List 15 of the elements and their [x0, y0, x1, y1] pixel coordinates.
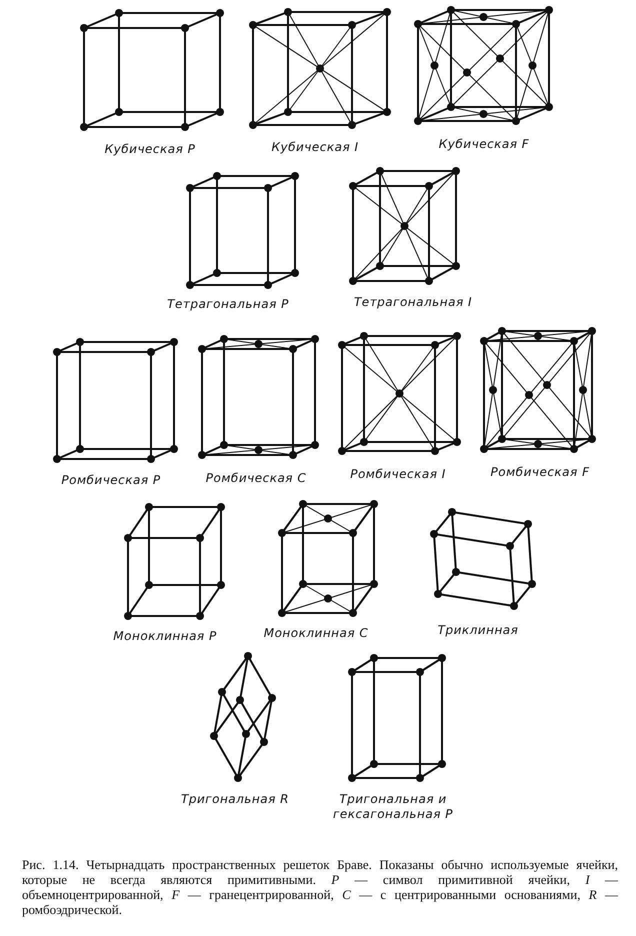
lattice-name: Моноклинная C	[264, 626, 368, 640]
lattice-name: Тригональная и гексагональная P	[333, 792, 453, 822]
lattice-name: Ромбическая I	[350, 467, 446, 481]
lattice-name: Тетрагональная I	[354, 295, 472, 309]
lattice-name: Кубическая F	[438, 137, 530, 151]
lattice-name: Ромбическая C	[206, 471, 306, 485]
lattice-name: Ромбическая F	[490, 465, 590, 479]
lattice-name: Кубическая I	[271, 140, 359, 154]
figure-caption: Рис. 1.14. Четырнадцать пространственных решеток Браве. Показаны обычно используемые ячейки, которые не всегда являются примитивными. P — символ примитивной ячейки, I — объемноцентрированной, F — гранецентрированной, C — с центрированными основаниями, R — ромбоэдрической.	[22, 857, 618, 917]
lattice-name: Ромбическая P	[61, 473, 161, 487]
lattice-name: Триклинная	[438, 623, 518, 637]
lattice-name: Кубическая P	[104, 142, 196, 156]
lattice-name: Тригональная R	[181, 792, 289, 806]
lattice-name: Тетрагональная P	[167, 297, 289, 311]
lattice-name: Моноклинная P	[113, 629, 217, 643]
